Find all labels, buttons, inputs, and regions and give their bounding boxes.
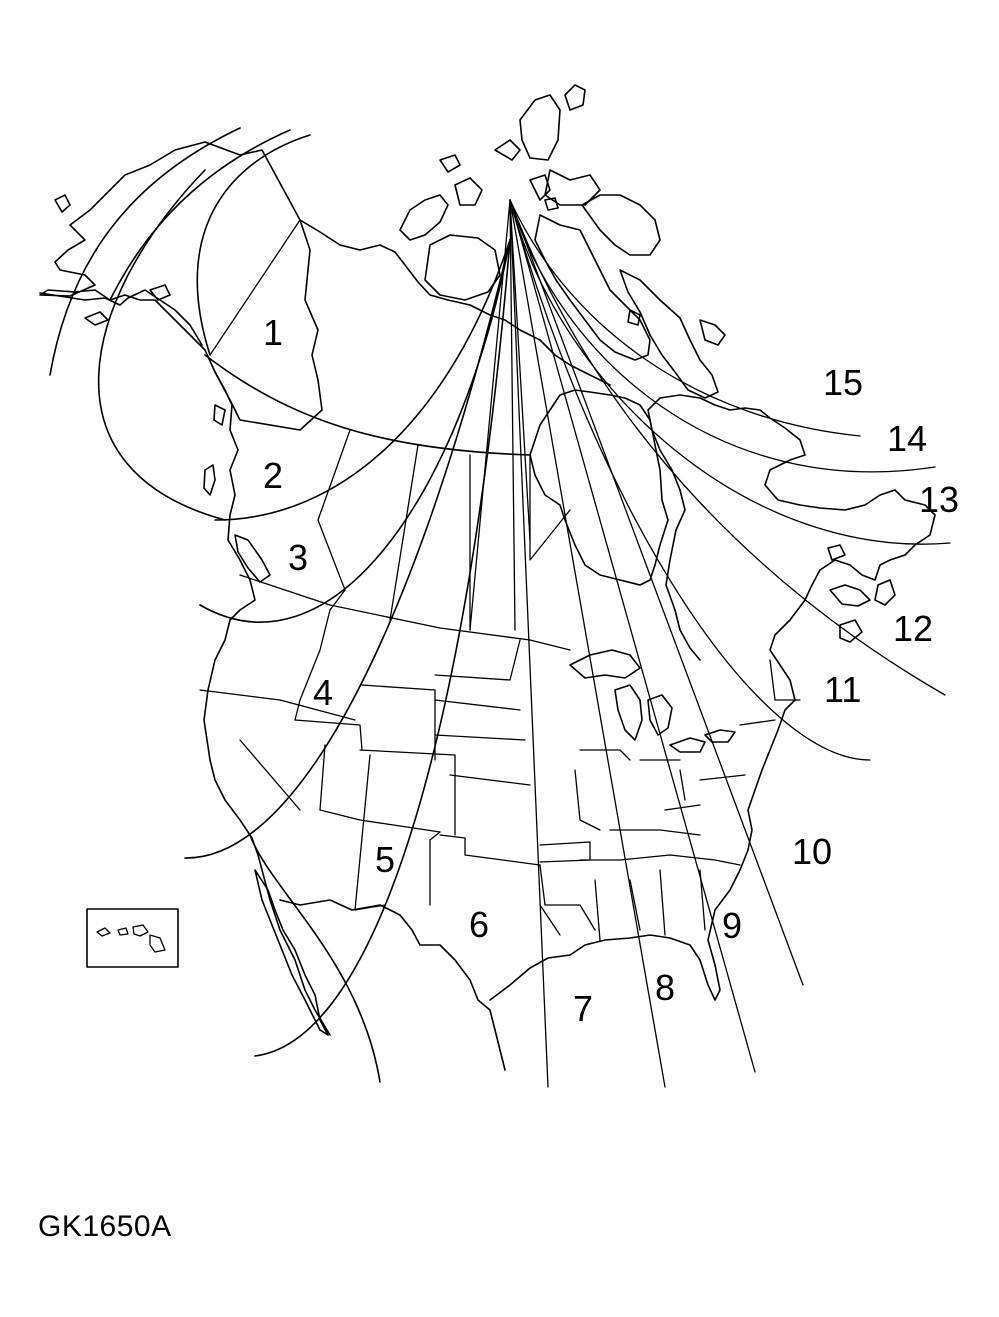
zone-label-3: 3	[288, 537, 308, 578]
political-borders	[199, 219, 801, 941]
radial-zone-lines	[469, 199, 951, 1088]
zone-label-5: 5	[375, 839, 395, 880]
zone-label-2: 2	[263, 455, 283, 496]
arctic-islands	[399, 84, 726, 399]
zone-labels: 1 2 3 4 5 6 7 8 9 10 11 12 13 14 15	[263, 312, 959, 1029]
zone-label-4: 4	[313, 672, 333, 713]
zone-label-9: 9	[722, 905, 742, 946]
great-lakes	[569, 649, 736, 753]
zone-label-8: 8	[655, 967, 675, 1008]
zone-label-6: 6	[469, 904, 489, 945]
zone-label-14: 14	[887, 418, 927, 459]
zone-label-12: 12	[893, 608, 933, 649]
zone-label-13: 13	[919, 479, 959, 520]
atlantic-islands	[827, 544, 896, 643]
western-islands	[54, 194, 271, 583]
zone-label-15: 15	[823, 362, 863, 403]
zone-label-1: 1	[263, 312, 283, 353]
zone-label-11: 11	[824, 669, 861, 710]
coastline	[39, 141, 936, 1071]
hawaii-inset	[86, 908, 179, 968]
zone-boundary-arcs	[49, 127, 531, 1083]
figure-code: GK1650A	[38, 1210, 172, 1243]
zone-label-7: 7	[573, 988, 593, 1029]
zone-label-10: 10	[792, 831, 832, 872]
